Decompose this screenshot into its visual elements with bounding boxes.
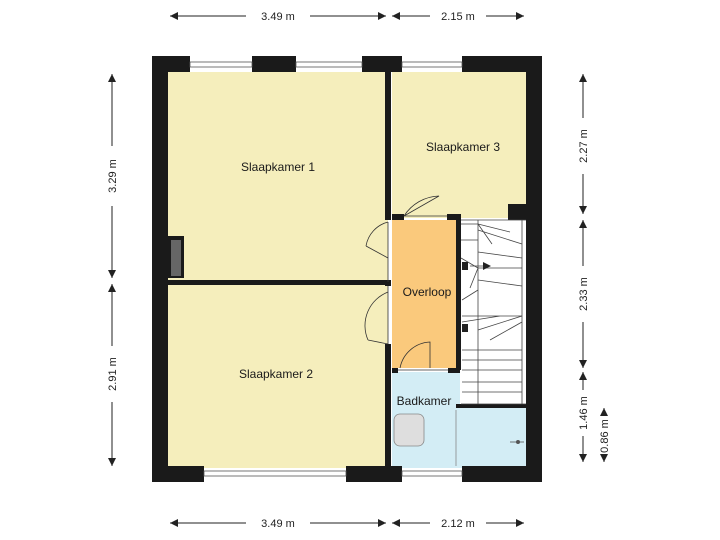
- walls: [152, 56, 542, 482]
- dim-right-lower-b: 0.86 m: [599, 419, 611, 453]
- dim-top-left: 3.49 m: [261, 11, 295, 23]
- dimension-left: [108, 74, 116, 466]
- dim-top-right: 2.15 m: [441, 11, 475, 23]
- label-slaapkamer-1: Slaapkamer 1: [241, 160, 315, 174]
- room-slaapkamer-3: [392, 72, 526, 218]
- dim-bottom-right: 2.12 m: [441, 518, 475, 530]
- room-overloop: [392, 220, 457, 368]
- room-slaapkamer-1: [168, 72, 388, 280]
- dim-bottom-left: 3.49 m: [261, 518, 295, 530]
- label-slaapkamer-2: Slaapkamer 2: [239, 367, 313, 381]
- staircase: [460, 219, 526, 405]
- dimension-right: [579, 74, 608, 462]
- doors: [364, 195, 448, 371]
- label-badkamer: Badkamer: [397, 394, 452, 408]
- dim-right-lower-a: 1.46 m: [578, 396, 590, 430]
- dimension-top: [170, 12, 524, 20]
- label-overloop: Overloop: [403, 285, 452, 299]
- label-slaapkamer-3: Slaapkamer 3: [426, 140, 500, 154]
- chimney: [171, 240, 181, 276]
- dim-right-upper: 2.27 m: [578, 129, 590, 163]
- windows: [189, 61, 463, 477]
- room-slaapkamer-2: [168, 284, 388, 468]
- stairwell: [460, 220, 526, 404]
- dimension-bottom: [170, 519, 524, 527]
- dim-left-lower: 2.91 m: [107, 357, 119, 391]
- dim-left-upper: 3.29 m: [107, 159, 119, 193]
- dim-right-middle: 2.33 m: [578, 277, 590, 311]
- bathroom-fixtures: [393, 410, 524, 466]
